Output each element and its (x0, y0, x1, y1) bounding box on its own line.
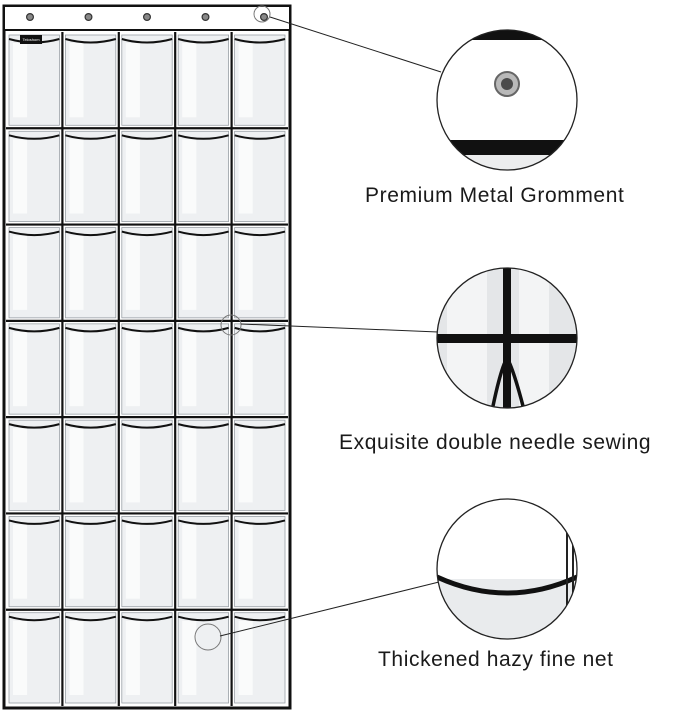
pocket-hem (8, 326, 60, 333)
pocket-glare (238, 428, 253, 503)
pocket-glare (125, 620, 140, 695)
detail-magnifiers (436, 29, 578, 640)
brand-tag: Teloshom (20, 35, 42, 44)
grommet (84, 13, 93, 22)
grommet (260, 13, 269, 22)
pocket-glare (182, 524, 197, 599)
pocket-hem (177, 326, 229, 333)
pocket-glare (125, 139, 140, 214)
pocket-glare (69, 235, 84, 310)
pocket-glare (238, 524, 253, 599)
pocket-hem (234, 230, 286, 237)
grommet (26, 13, 35, 22)
callout-lines (219, 16, 442, 637)
pocket-hem (234, 326, 286, 333)
marker-seam (220, 314, 242, 336)
pocket-hem (177, 134, 229, 140)
pocket-hem (65, 615, 117, 622)
pocket-hem (121, 519, 173, 525)
pocket-hem (8, 134, 60, 140)
pocket-glare (182, 235, 197, 310)
pocket-hem (65, 38, 117, 44)
pocket-glare (69, 428, 84, 503)
pocket-glare (69, 331, 84, 407)
pocket-glare (125, 235, 140, 310)
pocket-hem (177, 230, 229, 237)
pocket-hem (65, 423, 117, 429)
pocket-glare (13, 139, 28, 214)
pocket-hem (234, 134, 286, 140)
net-detail (436, 498, 578, 640)
pocket-glare (238, 331, 253, 407)
pocket-glare (238, 620, 253, 695)
pocket-hem (234, 423, 286, 429)
pocket-glare (13, 620, 28, 695)
pocket-hem (234, 519, 286, 525)
leader-line-seam (240, 323, 439, 333)
pocket-glare (13, 524, 28, 599)
pocket-hem (121, 423, 173, 429)
pocket-hem (177, 615, 229, 622)
net-detail-content (437, 499, 577, 639)
pocket-hem (65, 230, 117, 237)
pocket-hem (8, 230, 60, 237)
pocket-glare (125, 524, 140, 599)
pocket-hem (8, 519, 60, 525)
pocket-glare (182, 139, 197, 214)
pocket-hem (234, 615, 286, 622)
pocket-glare (238, 43, 253, 118)
callout-label-net: Thickened hazy fine net (378, 648, 614, 671)
seam-detail (436, 267, 578, 409)
pocket-hem (121, 326, 173, 333)
pocket-glare (69, 524, 84, 599)
shoe-organizer (2, 4, 292, 710)
grommet-detail (436, 29, 578, 171)
pocket-glare (13, 428, 28, 503)
pocket-hem (121, 615, 173, 622)
pocket-glare (125, 43, 140, 118)
pocket-hem (65, 134, 117, 140)
pocket-glare (69, 43, 84, 118)
callout-label-sewing: Exquisite double needle sewing (339, 431, 652, 454)
leader-line-net (219, 581, 440, 637)
marker-net (194, 623, 222, 651)
pocket-glare (238, 235, 253, 310)
pocket-hem (177, 519, 229, 525)
pocket-glare (182, 620, 197, 695)
pocket-hem (177, 38, 229, 44)
grommet (143, 13, 152, 22)
callout-label-grommet: Premium Metal Gromment (365, 184, 625, 207)
pocket-glare (125, 331, 140, 407)
pocket-hem (8, 423, 60, 429)
pocket-glare (182, 428, 197, 503)
leader-line-grommet (269, 16, 442, 73)
pocket-hem (177, 423, 229, 429)
pocket-glare (182, 43, 197, 118)
pocket-hem (121, 134, 173, 140)
grommet (201, 13, 210, 22)
pocket-hem (121, 38, 173, 44)
pocket-hem (121, 230, 173, 237)
pocket-glare (13, 235, 28, 310)
pocket-hem (65, 326, 117, 333)
pocket-hem (8, 615, 60, 622)
pocket-glare (13, 43, 28, 118)
pocket-glare (238, 139, 253, 214)
pocket-glare (125, 428, 140, 503)
seam-detail-content (437, 268, 577, 408)
grommet-detail-content (437, 30, 577, 170)
pocket-glare (182, 331, 197, 407)
pocket-glare (69, 139, 84, 214)
pocket-hem (65, 519, 117, 525)
pocket-hem (234, 38, 286, 44)
pocket-glare (13, 331, 28, 407)
marker-grommet (253, 5, 271, 23)
pocket-glare (69, 620, 84, 695)
